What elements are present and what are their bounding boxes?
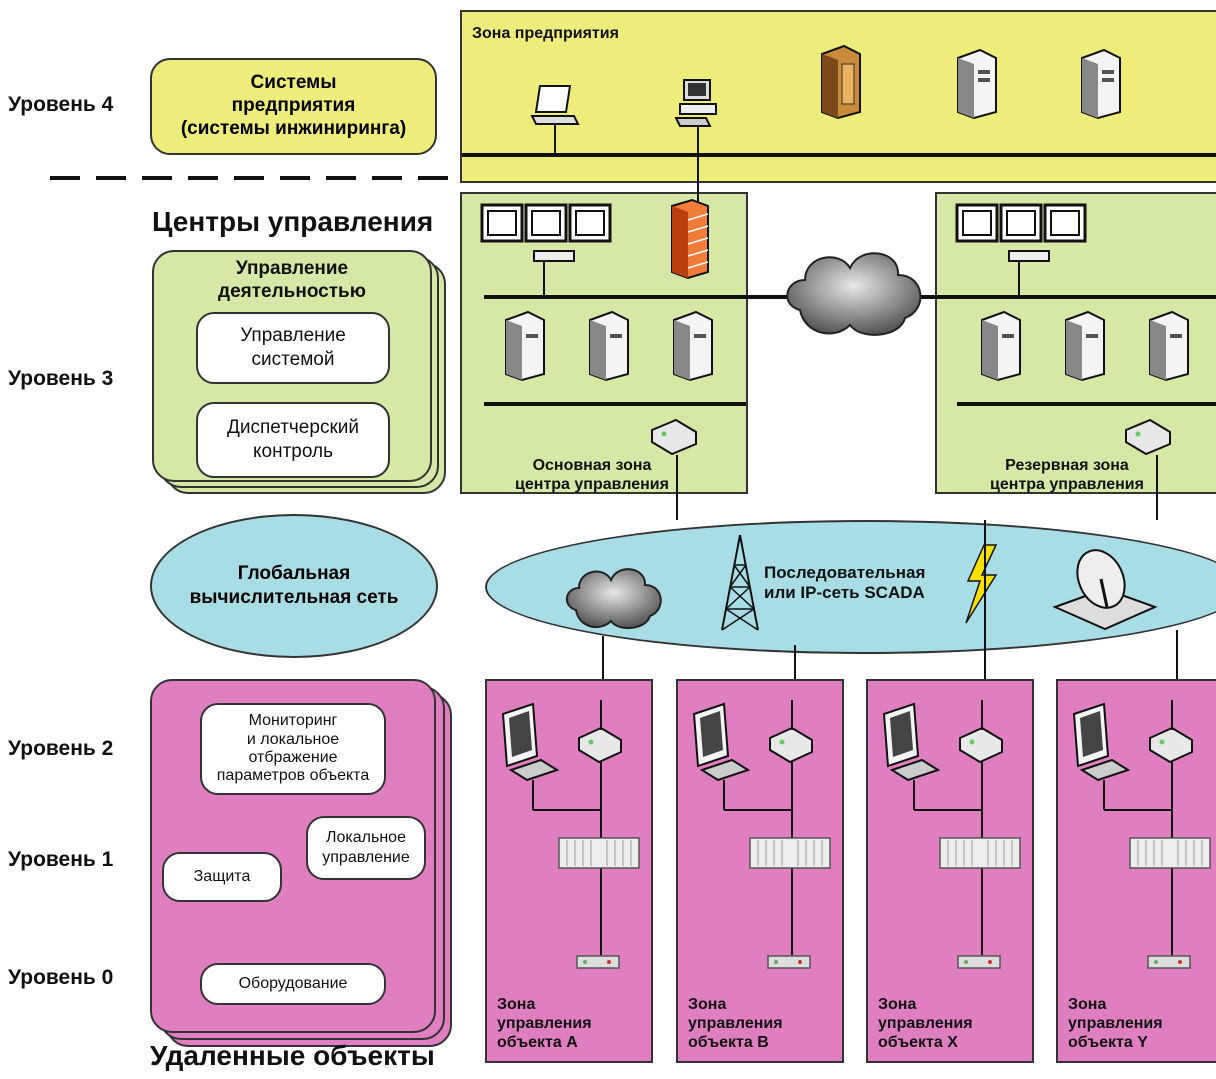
activity-management-title: Управление деятельностью (218, 258, 366, 302)
remote-zone-y-label: Зона управления объекта Y (1068, 996, 1163, 1052)
radio-tower-icon (721, 534, 759, 631)
dispatch-control-pill: Диспетчерский контроль (196, 402, 390, 478)
backup-server-bus (957, 402, 1216, 406)
router-icon-backup (1125, 418, 1171, 456)
local-control-pill: Локальное управление (306, 816, 426, 880)
plc-rack-icon (749, 837, 831, 869)
network-cloud-icon (786, 252, 922, 336)
field-device-icon (957, 955, 1001, 969)
server-icon-primary-2 (589, 310, 629, 382)
remote-zone-y-devices (1072, 700, 1211, 969)
backup-wan-link (1156, 455, 1158, 520)
remote-zone-b-label: Зона управления объекта B (688, 996, 783, 1052)
monitoring-label: Мониторинг и локальное отбражение параме… (216, 712, 370, 785)
remote-router-icon (769, 726, 813, 764)
hmi-monitor-icon (882, 702, 941, 782)
equipment-label: Оборудование (238, 975, 348, 992)
router-icon-primary (651, 418, 697, 456)
remote-zone-a-label: Зона управления объекта A (497, 996, 592, 1052)
remote-zone-x-devices (882, 700, 1021, 969)
field-device-icon (1147, 955, 1191, 969)
hmi-monitor-icon (501, 702, 560, 782)
protection-label: Защита (193, 868, 251, 885)
operator-console-icon-backup (955, 203, 1087, 295)
remote-zone-x-label: Зона управления объекта X (878, 996, 973, 1052)
primary-zone-label: Основная зона центра управления (515, 457, 669, 494)
equipment-pill: Оборудование (200, 963, 386, 1005)
server-icon-backup-3 (1149, 310, 1189, 382)
level-1-label: Уровень 1 (8, 848, 114, 871)
wan-ellipse: Глобальная вычислительная сеть (150, 514, 438, 658)
link-zone-b (794, 645, 796, 681)
plc-rack-icon (939, 837, 1021, 869)
remote-objects-heading: Удаленные объекты (150, 1040, 435, 1071)
server-icon-backup-2 (1065, 310, 1105, 382)
field-device-icon (576, 955, 620, 969)
level-4-label: Уровень 4 (8, 93, 114, 116)
dispatch-control-label: Диспетчерский контроль (227, 417, 359, 462)
link-zone-y (1176, 630, 1178, 681)
monitoring-pill: Мониторинг и локальное отбражение параме… (200, 703, 386, 795)
level-3-label: Уровень 3 (8, 367, 114, 390)
remote-router-icon (959, 726, 1003, 764)
remote-zone-a-devices (501, 700, 640, 969)
remote-router-icon (1149, 726, 1193, 764)
workstation-icon (674, 79, 717, 153)
wireless-link-icon (965, 544, 998, 624)
protection-pill: Защита (162, 852, 282, 902)
level-boundary-dashed-line (50, 176, 470, 180)
server-icon-1 (957, 48, 997, 120)
link-zone-x (984, 520, 986, 681)
hmi-monitor-icon (692, 702, 751, 782)
server-icon-2 (1081, 48, 1121, 120)
field-device-icon (767, 955, 811, 969)
satellite-dish-icon (1052, 549, 1158, 631)
firewall-icon (671, 198, 709, 280)
primary-wan-link (676, 455, 678, 520)
server-icon-primary-1 (505, 310, 545, 382)
server-rack-icon (821, 44, 861, 120)
system-management-label: Управление системой (240, 325, 346, 370)
laptop-icon (530, 85, 580, 153)
primary-server-bus (484, 402, 746, 406)
remote-router-icon (578, 726, 622, 764)
server-icon-primary-3 (673, 310, 713, 382)
plc-rack-icon (558, 837, 640, 869)
hmi-monitor-icon (1072, 702, 1131, 782)
remote-zone-b-devices (692, 700, 831, 969)
enterprise-zone-title: Зона предприятия (472, 25, 619, 42)
remote-zone-x: Зона управления объекта X (866, 679, 1034, 1063)
backup-zone-label: Резервная зона центра управления (990, 457, 1144, 494)
level-2-label: Уровень 2 (8, 737, 114, 760)
enterprise-systems-label: Системы предприятия (системы инжиниринга… (180, 72, 407, 139)
level-0-label: Уровень 0 (8, 966, 114, 989)
server-icon-backup-1 (981, 310, 1021, 382)
operator-console-icon-primary (480, 203, 612, 295)
plc-rack-icon (1129, 837, 1211, 869)
enterprise-bus (462, 153, 1216, 157)
system-management-pill: Управление системой (196, 312, 390, 384)
control-centers-heading: Центры управления (152, 206, 434, 237)
firewall-uplink (697, 155, 699, 205)
enterprise-systems-box: Системы предприятия (системы инжиниринга… (150, 58, 437, 155)
link-zone-a (602, 636, 604, 681)
wan-label: Глобальная вычислительная сеть (189, 563, 399, 608)
scada-network-label: Последовательная или IP-сеть SCADA (764, 563, 926, 603)
scada-cloud-icon (566, 568, 662, 629)
local-control-label: Локальное управление (322, 829, 410, 866)
